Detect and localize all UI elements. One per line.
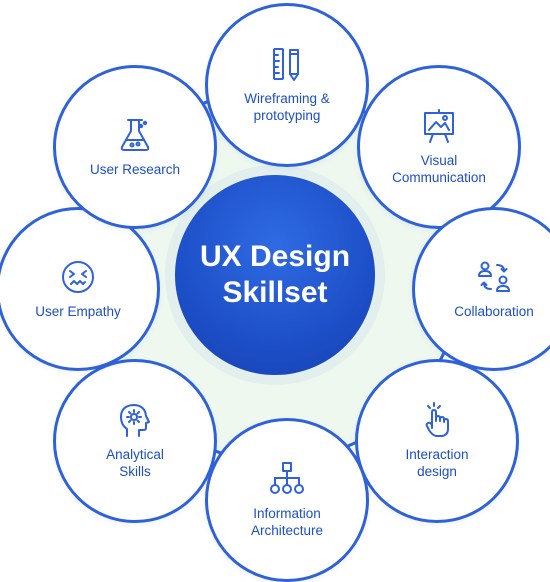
skill-analytical-skills: Analytical Skills	[53, 359, 217, 523]
skill-label: Collaboration	[454, 303, 534, 319]
face-emotion-icon	[60, 259, 96, 295]
sitemap-icon	[269, 461, 305, 497]
center-title: UX Design Skillset	[199, 240, 351, 309]
head-gear-icon	[117, 402, 153, 438]
skill-user-empathy: User Empathy	[0, 207, 160, 371]
skill-visual-communication: Visual Communication	[357, 65, 521, 229]
flask-icon	[117, 117, 153, 153]
skill-wireframing-prototyping: Wireframing & prototyping	[205, 3, 369, 167]
skill-label: Interaction design	[405, 447, 469, 479]
skill-information-architecture: Information Architecture	[205, 418, 369, 582]
skill-label: User Research	[89, 161, 181, 177]
ruler-pencil-icon	[269, 46, 305, 82]
skill-label: Analytical Skills	[106, 447, 164, 479]
center-hub: UX Design Skillset	[175, 175, 375, 375]
skill-user-research: User Research	[53, 65, 217, 229]
skill-label: User Empathy	[35, 303, 121, 319]
easel-chart-icon	[421, 108, 457, 144]
skill-label: Information Architecture	[250, 506, 324, 538]
skill-collaboration: Collaboration	[412, 207, 550, 371]
skill-label: Visual Communication	[392, 153, 486, 185]
hand-tap-icon	[419, 402, 455, 438]
people-exchange-icon	[476, 259, 512, 295]
skill-interaction-design: Interaction design	[355, 359, 519, 523]
skillset-diagram: Wireframing & prototyping Visual Communi…	[0, 3, 550, 582]
skill-label: Wireframing & prototyping	[244, 91, 330, 123]
